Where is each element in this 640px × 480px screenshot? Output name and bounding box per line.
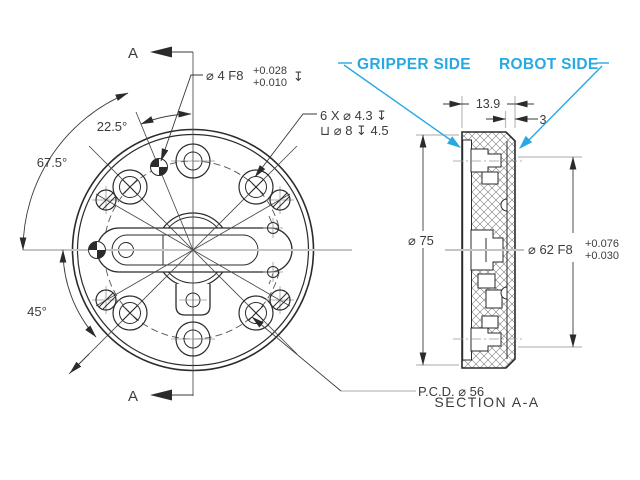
pcd-callout: P.C.D. ⌀ 56 [251, 316, 484, 399]
small-hole-upper-right [263, 218, 283, 238]
dim-plate-label: 3 [540, 113, 547, 127]
robot-side-arrow [519, 135, 533, 149]
hatched-hole-se [266, 286, 294, 314]
section-caption: SECTION A-A [434, 394, 539, 410]
datum-target-upper [150, 158, 168, 176]
section-arrow-top [150, 46, 172, 58]
section-centerlines [445, 160, 535, 340]
gripper-side-callout: GRIPPER SIDE [338, 56, 471, 148]
gripper-side-label: GRIPPER SIDE [357, 56, 471, 73]
small-hole-lower-right [263, 262, 283, 282]
bolt-callout-line1: 6 X ⌀ 4.3 ↧ [320, 108, 387, 123]
dim-outer-dia-label: ⌀ 75 [408, 233, 434, 248]
plain-hole-top [171, 143, 215, 179]
section-cutouts [470, 148, 508, 352]
section-cut-marker-bottom: A [128, 388, 193, 405]
plain-hole-bottom [171, 321, 215, 357]
hatched-hole-nw [92, 186, 120, 214]
dim-plate-3: 3 [486, 111, 547, 128]
hatched-hole-ne [266, 186, 294, 214]
gripper-side-arrow [447, 136, 461, 148]
section-arrow-bottom [150, 389, 172, 401]
dim-bore-tol-upper: +0.076 [585, 238, 619, 250]
section-letter-bottom: A [128, 388, 138, 405]
section-letter-top: A [128, 45, 138, 62]
dim-bore-dia-label: ⌀ 62 F8 [528, 242, 573, 257]
hatched-hole-sw [92, 286, 120, 314]
dowel-callout-tol-lower: +0.010 [253, 77, 287, 89]
angle-67-5-label: 67.5° [37, 155, 68, 170]
dim-outer-dia: ⌀ 75 [405, 134, 459, 366]
centerlines [23, 52, 352, 396]
robot-side-label: ROBOT SIDE [499, 56, 598, 73]
section-cut-marker-top: A [128, 45, 193, 62]
bolt-callout-line2: ⊔ ⌀ 8 ↧ 4.5 [320, 123, 389, 138]
robot-side-callout: ROBOT SIDE [499, 56, 609, 149]
bolt-pattern-callout: 6 X ⌀ 4.3 ↧ ⊔ ⌀ 8 ↧ 4.5 [254, 108, 389, 178]
front-view: A A 22.5° 67.5° 45° ⌀ 4 F8 +0.028 +0.010… [19, 45, 484, 405]
dowel-callout-tol-upper: +0.028 [253, 65, 287, 77]
dim-bore-tol-lower: +0.030 [585, 250, 619, 262]
counterbore-hole-se [238, 295, 274, 331]
section-view: 13.9 3 ⌀ 75 ⌀ 62 F8 +0.076 +0.030 [338, 56, 628, 410]
counterbore-hole-nw [112, 169, 148, 205]
dowel-hole-callout: ⌀ 4 F8 +0.028 +0.010 ↧ [160, 65, 304, 162]
angle-22-5-label: 22.5° [97, 119, 128, 134]
counterbore-hole-sw [112, 295, 148, 331]
dim-width-label: 13.9 [476, 97, 500, 111]
dim-bore-dia: ⌀ 62 F8 +0.076 +0.030 [518, 156, 628, 348]
angle-45-label: 45° [27, 304, 47, 319]
dim-width-13-9: 13.9 [443, 95, 534, 128]
depth-symbol: ↧ [293, 69, 304, 84]
pcd-label: P.C.D. ⌀ 56 [418, 384, 484, 399]
angle-dimensions: 22.5° 67.5° 45° [19, 92, 192, 374]
dowel-callout-dia: ⌀ 4 F8 [206, 68, 243, 83]
datum-target-left [88, 241, 106, 259]
